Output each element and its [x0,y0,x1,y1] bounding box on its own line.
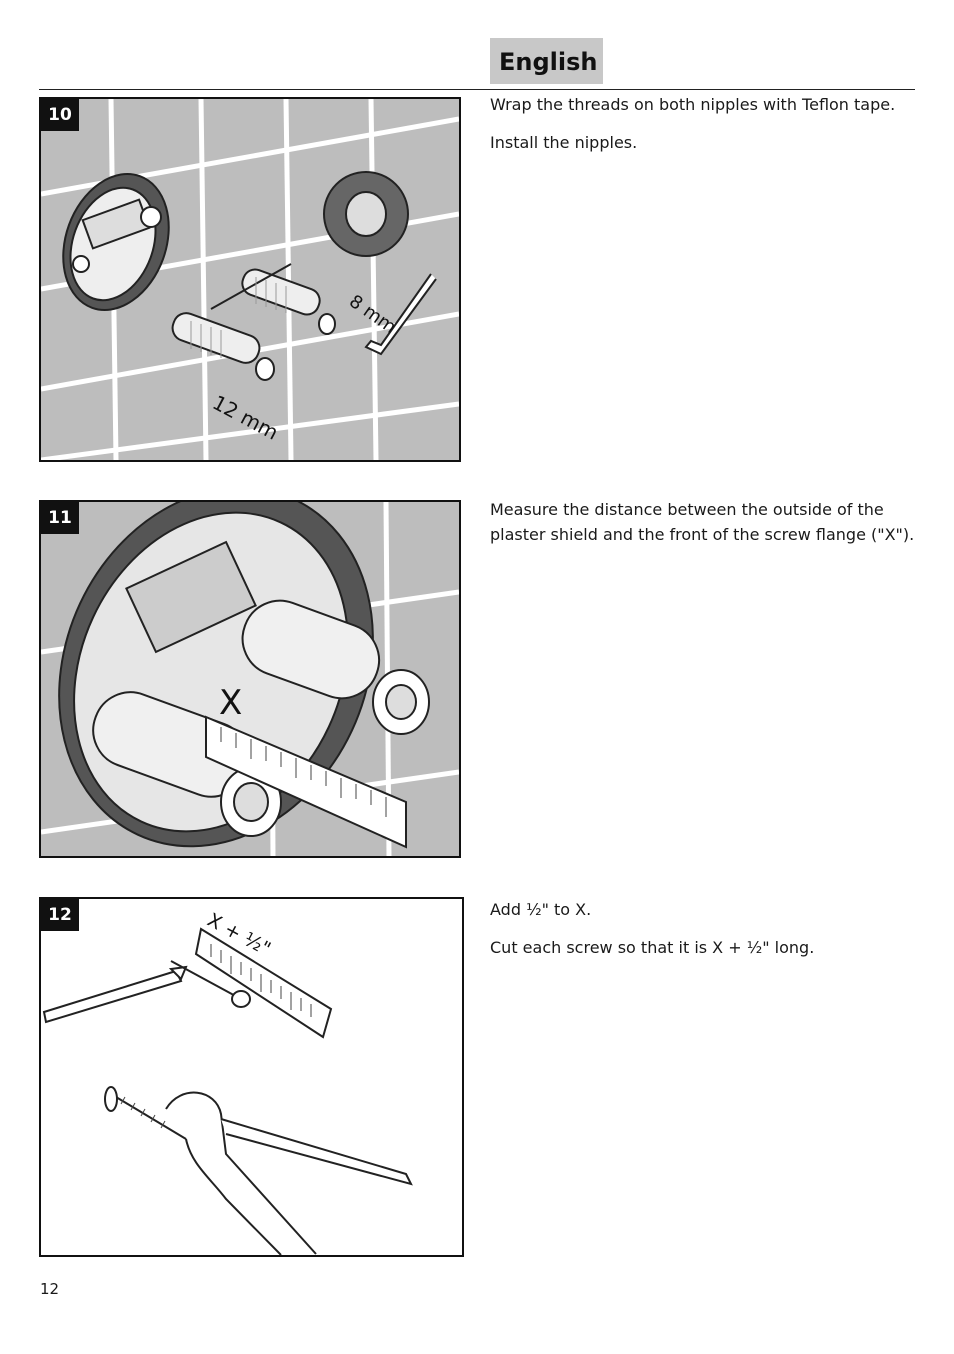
instruction: Measure the distance between the outside… [490,500,915,544]
step-number-badge: 11 [41,502,79,534]
instruction: Add ½" to X. [490,900,592,919]
page-number: 12 [40,1280,60,1298]
figure-12-illustration: X + ½" [41,899,462,1255]
step-10-text: Wrap the threads on both nipples with Te… [490,92,930,168]
label-x: X [219,683,242,723]
figure-10: 8 mm 12 mm 10 [39,97,461,462]
instruction: Wrap the threads on both nipples with Te… [490,95,896,114]
language-tab: English [490,38,603,84]
figure-10-illustration: 8 mm 12 mm [41,99,459,460]
header-rule [39,89,915,90]
figure-12: X + ½" 12 [39,897,464,1257]
step-number-badge: 10 [41,99,79,131]
step-12-text: Add ½" to X. Cut each screw so that it i… [490,897,930,973]
instruction: Install the nipples. [490,133,638,152]
step-number-badge: 12 [41,899,79,931]
instruction: Cut each screw so that it is X + ½" long… [490,938,815,957]
figure-11: X 11 [39,500,461,858]
step-11-text: Measure the distance between the outside… [490,497,930,560]
figure-11-illustration: X [41,502,459,856]
